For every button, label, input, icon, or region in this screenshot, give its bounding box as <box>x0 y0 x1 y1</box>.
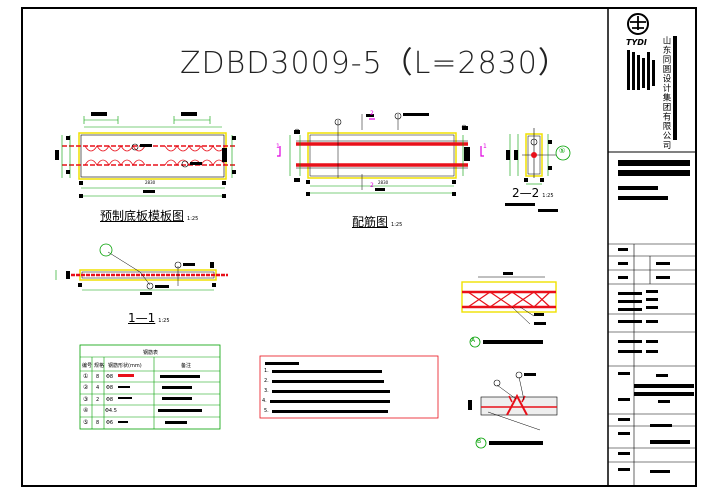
rebar-row-dia: Φ6 <box>106 420 114 426</box>
section-mark-top: 2 <box>370 110 374 117</box>
rebar-view <box>277 112 484 196</box>
formwork-view <box>55 112 237 198</box>
note-number: 4. <box>262 398 267 404</box>
company-logo-text: TYDI <box>626 38 647 47</box>
rebar-row-spec: 4 <box>96 385 100 391</box>
formwork-dim-total: 2830 <box>145 180 156 185</box>
rebar-table-header-no: 编号 <box>82 363 93 369</box>
title-block <box>608 13 696 486</box>
rebar-table <box>79 344 221 430</box>
rebar-table-header-note: 备注 <box>181 363 192 369</box>
detail-b <box>468 371 558 449</box>
rebar-row-dia: Φ8 <box>106 374 114 380</box>
rebar-table-header-spec: 规格 <box>94 363 105 369</box>
company-name: 山东同圆设计集团有限公司 <box>661 36 671 150</box>
cut-mark-left: 1 <box>276 143 280 150</box>
rebar-row-no: ① <box>83 373 89 380</box>
note-number: 2. <box>264 378 269 384</box>
rebar-row-no: ④ <box>83 407 89 414</box>
notes-box <box>259 355 439 419</box>
section-22-view <box>505 128 571 212</box>
drawing-frame <box>21 7 697 487</box>
rebar-row-dia: Φ8 <box>106 397 114 403</box>
rebar-row-no: ③ <box>83 396 89 403</box>
rebar-row-spec: 2 <box>96 397 100 403</box>
rebar-row-dia: Φ4.5 <box>105 408 117 414</box>
drawing-title: ZDBD3009-5（L=2830） <box>180 46 569 81</box>
rebar-table-title: 钢筋表 <box>143 350 159 356</box>
detail-b-bubble: B <box>477 438 482 445</box>
rebar-row-dia: Φ8 <box>106 385 114 391</box>
rebar-row-no: ⑤ <box>83 419 89 426</box>
section-mark-bottom: 2 <box>370 182 374 189</box>
section-22-bubble: ⑤ <box>559 147 566 155</box>
rebar-row-spec: 8 <box>96 420 100 426</box>
rebar-row-no: ② <box>83 384 89 391</box>
detail-a <box>461 272 557 348</box>
detail-a-bubble: A <box>471 337 476 344</box>
section-11-view <box>55 243 228 295</box>
rebar-row-spec: 8 <box>96 374 100 380</box>
rebar-dim-total: 2830 <box>378 180 389 185</box>
cut-mark-right: 1 <box>483 143 487 150</box>
note-number: 5. <box>264 408 269 414</box>
rebar-table-header-shape: 钢筋形状(mm) <box>108 363 142 369</box>
note-number: 3. <box>264 388 269 394</box>
note-number: 1. <box>264 368 269 374</box>
